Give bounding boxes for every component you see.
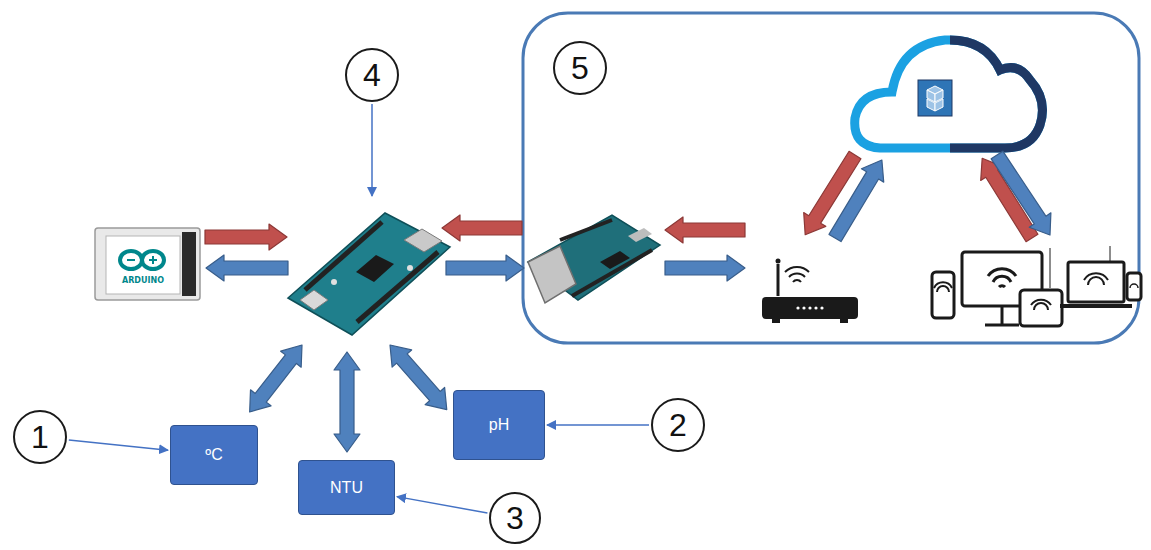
sensor-arrow <box>239 337 312 420</box>
callout-circle: 5 <box>553 41 607 95</box>
power-jack <box>300 290 328 310</box>
leader-arrow <box>547 424 649 426</box>
leader-line <box>371 104 373 196</box>
led <box>820 306 823 309</box>
logo-minus <box>127 259 135 261</box>
laptop-base <box>1060 304 1132 308</box>
usb-port <box>404 229 442 252</box>
monitor-base <box>985 324 1019 327</box>
wifi-arc <box>789 274 805 277</box>
cube <box>927 99 935 111</box>
flow-arrow <box>665 217 745 243</box>
flow-arrow <box>442 215 522 241</box>
leader-arrow <box>69 440 168 450</box>
cloud-outline <box>855 40 1043 148</box>
sensor-label: ºC <box>205 445 222 464</box>
display-screen <box>106 236 180 294</box>
logo-loop <box>120 251 142 269</box>
callout-circle: 2 <box>651 398 705 452</box>
pin-header <box>357 252 438 322</box>
board-pcb <box>288 213 450 335</box>
ethernet-shield <box>528 215 660 303</box>
pin-header <box>572 250 652 296</box>
sensor-box: pH <box>453 390 545 460</box>
sensor-arrow <box>380 336 456 418</box>
sensor-label: pH <box>489 415 509 434</box>
sensor-box: NTU <box>298 460 395 515</box>
arduino-mega-board <box>288 213 450 335</box>
phone <box>932 272 954 318</box>
led <box>814 306 817 309</box>
callout-number: 2 <box>669 409 687 441</box>
laptop-screen <box>1068 262 1124 302</box>
router-body <box>762 297 858 319</box>
callout-circle: 3 <box>489 492 541 544</box>
mount-hole <box>407 265 413 271</box>
wifi-symbol <box>1130 284 1138 288</box>
callout-number: 1 <box>31 421 49 453</box>
pin-header <box>560 220 612 240</box>
flow-arrow <box>205 224 287 250</box>
mcu-chip <box>356 255 394 282</box>
tablet <box>1020 290 1062 326</box>
sensor-label: NTU <box>330 478 363 497</box>
antenna-tip <box>776 259 781 264</box>
logo-text: ARDUINO <box>106 277 180 285</box>
wifi-symbol <box>1084 273 1108 285</box>
cubes <box>927 86 943 111</box>
chip <box>600 251 630 269</box>
flow-arrow <box>824 153 893 244</box>
cube-icon <box>918 80 952 116</box>
router-icon <box>762 259 858 324</box>
sensor-arrow <box>334 352 360 452</box>
led <box>796 306 799 309</box>
callout-number: 5 <box>571 52 589 84</box>
wifi-arc <box>785 267 809 272</box>
device-line <box>1050 248 1051 288</box>
logo-plus <box>152 256 154 264</box>
led <box>802 306 805 309</box>
callout-number: 3 <box>506 502 524 534</box>
sensor-box: ºC <box>170 425 258 485</box>
logo-loop <box>142 251 164 269</box>
mount-hole <box>331 279 337 285</box>
router-foot <box>840 319 848 323</box>
flow-arrow <box>206 255 288 281</box>
arduino-logo <box>120 251 164 269</box>
cloud-outline <box>950 40 1042 148</box>
callout-circle: 1 <box>13 410 67 464</box>
cloud-icon <box>855 40 1043 148</box>
flow-arrow <box>986 148 1061 242</box>
wifi-symbol <box>1031 300 1051 310</box>
wifi-symbol <box>988 269 1016 287</box>
leader-arrow <box>397 497 487 513</box>
display-frame <box>95 228 200 300</box>
wifi-symbol <box>934 282 952 292</box>
led <box>808 306 811 309</box>
callout-number: 4 <box>363 59 381 91</box>
flow-arrow <box>446 255 524 281</box>
cube <box>935 99 943 111</box>
monitor-stand <box>1001 306 1004 324</box>
wifi-arc <box>793 280 801 282</box>
tft-display <box>95 228 200 300</box>
router-foot <box>772 319 780 323</box>
device-line <box>1110 246 1111 262</box>
antenna <box>777 264 780 296</box>
small-phone <box>1127 273 1141 300</box>
network-panel <box>523 13 1139 343</box>
flow-arrow <box>665 255 745 281</box>
callout-circle: 4 <box>345 48 399 102</box>
display-connector <box>182 232 196 296</box>
sd-slot <box>628 228 652 242</box>
rj45-jack <box>528 246 576 303</box>
client-devices <box>932 246 1141 326</box>
